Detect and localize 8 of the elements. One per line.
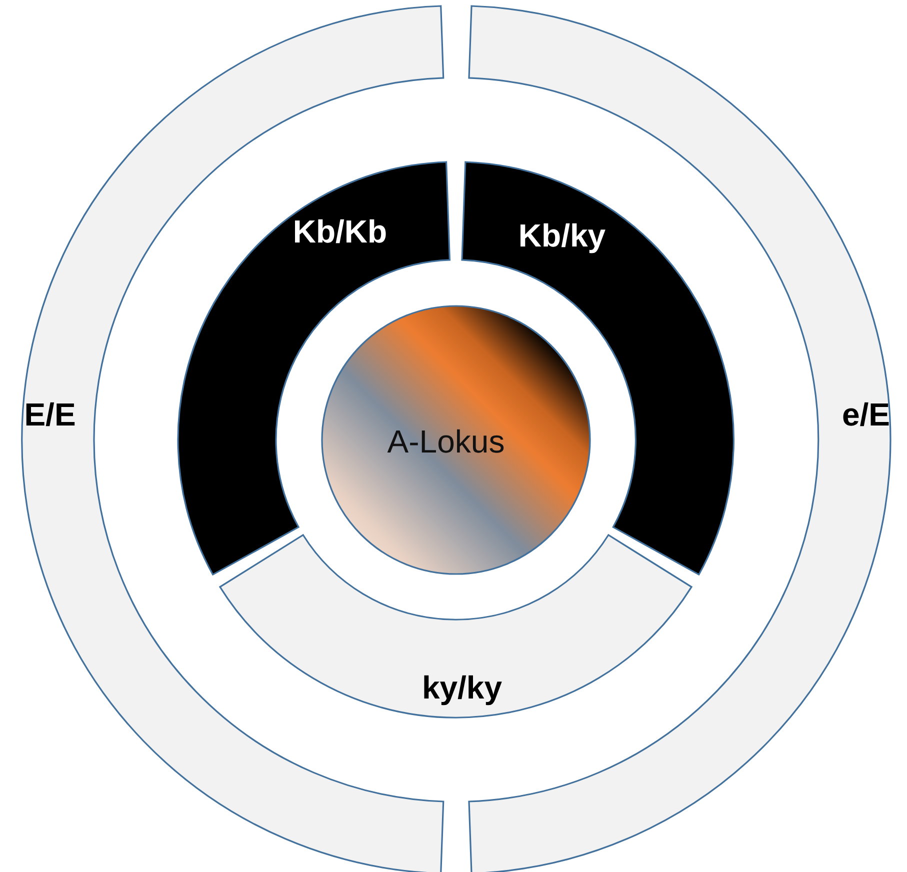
- segment-label: Kb/ky: [518, 218, 606, 254]
- segment-label: ky/ky: [422, 670, 502, 706]
- ring-segment: [219, 534, 693, 719]
- center-label: A-Lokus: [387, 424, 505, 460]
- segment-label: Kb/Kb: [292, 214, 388, 250]
- segment-label: e/E: [842, 397, 890, 433]
- segment-label: E/E: [24, 397, 76, 433]
- center-circle: [321, 305, 591, 575]
